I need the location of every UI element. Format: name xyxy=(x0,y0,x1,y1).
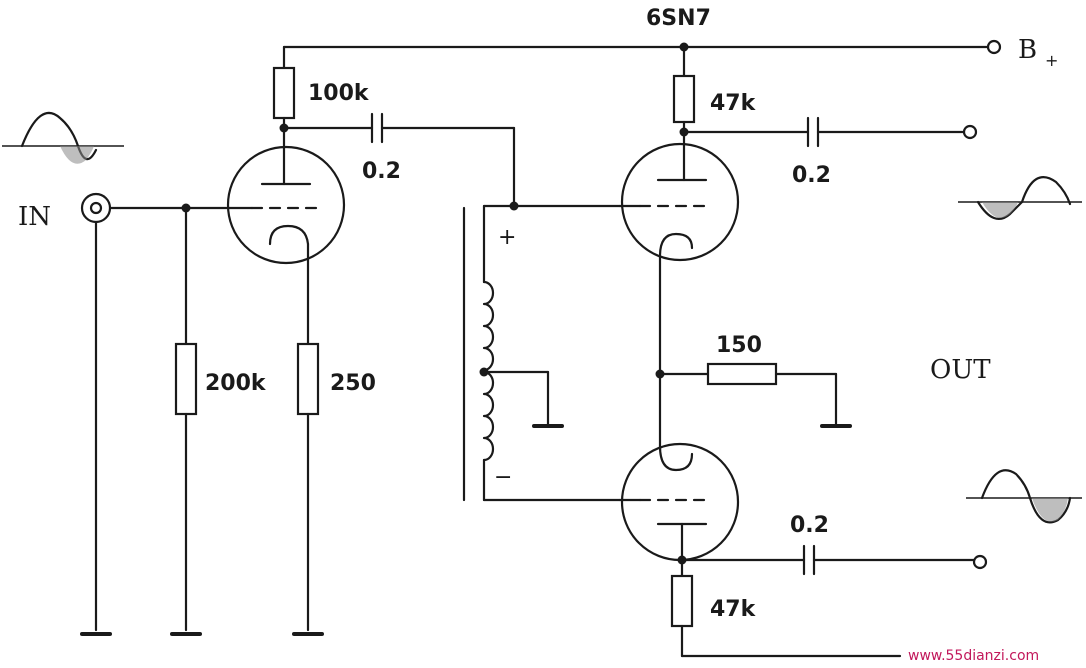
output-label: OUT xyxy=(930,355,991,385)
waveform-bottom-curve xyxy=(980,469,1072,524)
plate-resistor-47k xyxy=(672,74,696,124)
plate-resistor-100k xyxy=(272,66,296,120)
input-jack-inner xyxy=(89,201,103,215)
tube-2-envelope xyxy=(620,142,740,262)
tube-2-cathode xyxy=(658,232,694,258)
waveform-output-top xyxy=(958,176,1082,220)
tube-type-label: 6SN7 xyxy=(646,6,711,31)
waveform-bottom-hatch xyxy=(1032,498,1068,522)
out-top-cap-label: 0.2 xyxy=(792,163,831,188)
cathode-resistor-label: 250 xyxy=(330,371,376,396)
grid-resistor-label: 200k xyxy=(205,371,267,396)
plate-2-resistor-label: 47k xyxy=(710,91,757,116)
transformer-coil-lower xyxy=(482,370,495,462)
input-jack-outer xyxy=(80,192,112,224)
tube-3-plate-curve xyxy=(658,444,694,472)
out-bottom-cap-label: 0.2 xyxy=(790,513,829,538)
transformer-plus-label: + xyxy=(498,225,516,250)
b-plus-rail: 6SN7 B + xyxy=(282,6,1058,70)
waveform-top-curve xyxy=(976,176,1072,220)
transformer: + − xyxy=(462,201,622,502)
out-top-terminal xyxy=(962,124,978,140)
split-resistor-150 xyxy=(706,362,778,386)
split-resistor-label: 150 xyxy=(716,333,762,358)
tube-1-cathode xyxy=(268,224,310,246)
grid-resistor-200k xyxy=(174,342,198,416)
transformer-top-junction xyxy=(509,201,519,211)
b-plus-subscript: + xyxy=(1045,51,1058,70)
transformer-coil-upper xyxy=(482,280,495,372)
cathode-resistor-250 xyxy=(296,342,320,416)
waveform-top-hatch xyxy=(982,202,1018,218)
cathode-3-resistor-label: 47k xyxy=(710,597,757,622)
waveform-output-bottom xyxy=(966,469,1082,524)
tube-1-envelope xyxy=(226,145,346,265)
lower-tube-stage: 47k 0.2 xyxy=(618,442,988,658)
transformer-minus-label: − xyxy=(494,465,512,490)
cathode-resistor-47k xyxy=(670,574,694,628)
tube-3-envelope xyxy=(620,442,740,562)
b-plus-terminal xyxy=(986,39,1002,55)
input-stage: IN 200k 100k 250 xyxy=(18,45,516,636)
input-label: IN xyxy=(18,202,51,232)
watermark-text: www.55dianzi.com xyxy=(908,648,1039,664)
plate-resistor-label: 100k xyxy=(308,81,370,106)
coupling-cap-label: 0.2 xyxy=(362,159,401,184)
waveform-input xyxy=(2,112,124,164)
b-plus-label: B xyxy=(1018,35,1037,65)
watermark-bg xyxy=(904,644,1084,664)
split-network: 150 xyxy=(655,254,852,448)
waveform-input-hatch xyxy=(60,146,94,164)
out-bottom-terminal xyxy=(972,554,988,570)
upper-tube-stage: 47k 0.2 xyxy=(618,45,978,262)
